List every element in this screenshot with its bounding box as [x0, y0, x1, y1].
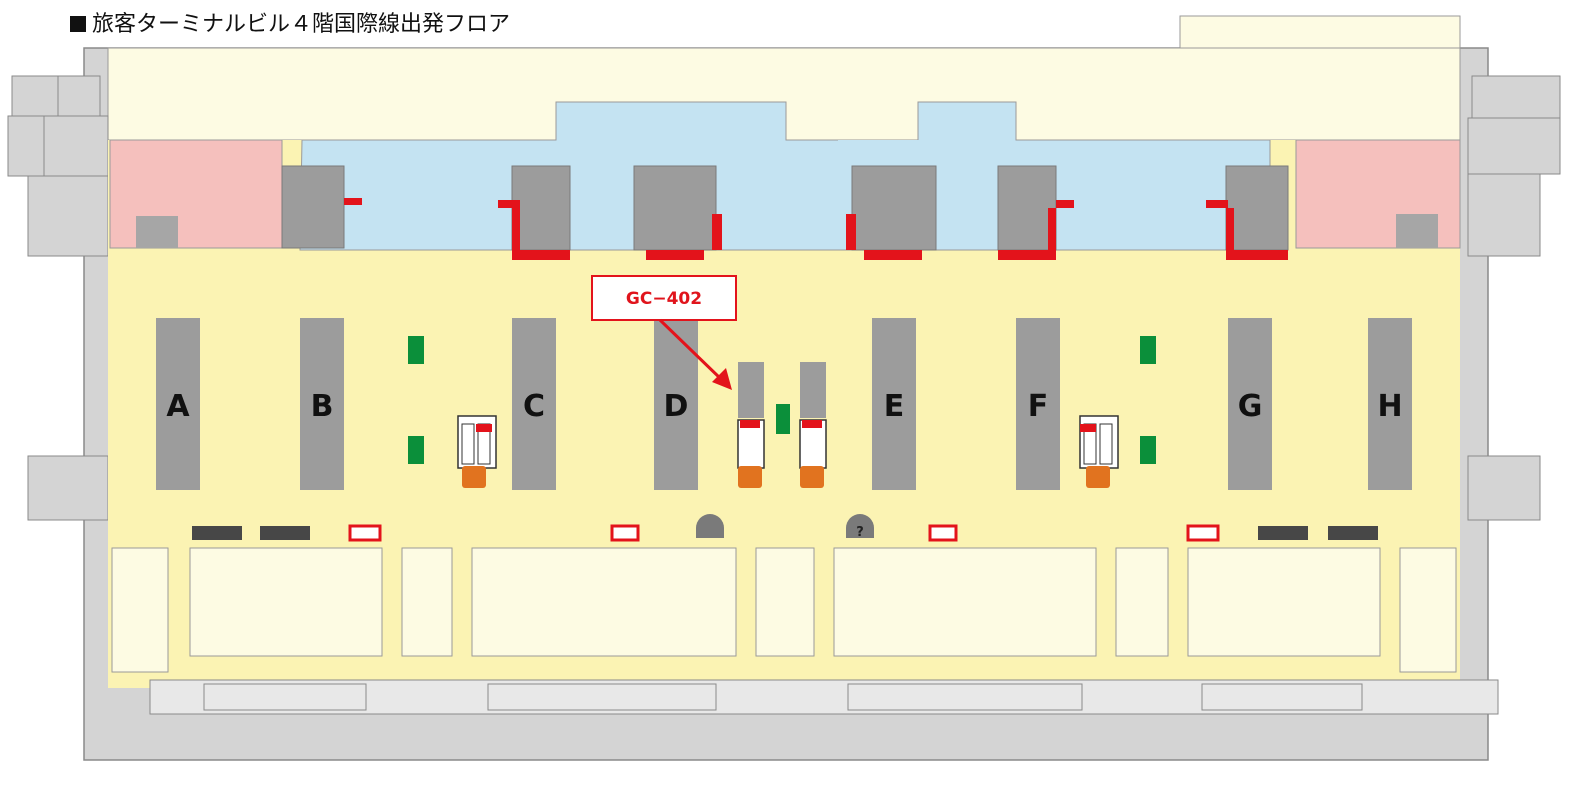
counter-label-b: B — [311, 389, 334, 424]
island-labels: A B C D E F G H — [166, 389, 1402, 424]
island-h — [1368, 318, 1412, 490]
bridge-segments — [203, 683, 1363, 711]
escalator-icon — [1086, 466, 1110, 488]
escalators — [457, 415, 1119, 488]
escalator-center-left — [737, 419, 765, 488]
exit-sign-icon — [776, 404, 790, 434]
south-rooms — [111, 547, 1457, 673]
escalator-icon — [462, 466, 486, 488]
exit-sign-icon — [408, 336, 424, 364]
island-c — [512, 318, 556, 490]
callout-arrowhead — [712, 368, 732, 390]
island-g — [1228, 318, 1272, 490]
info-icon: ? — [856, 525, 864, 540]
island-b — [300, 318, 344, 490]
security-blocks — [281, 165, 1289, 251]
gc-402-block-left — [738, 362, 764, 418]
escalator-east — [1079, 415, 1119, 488]
island-e — [872, 318, 916, 490]
escalator-west — [457, 415, 497, 488]
airside-center-top — [572, 140, 732, 166]
counter-label-d: D — [664, 389, 689, 424]
counter-label-e: E — [884, 389, 905, 424]
exit-sign-icon — [1140, 336, 1156, 364]
counter-label-c: C — [523, 389, 545, 424]
south-walkway — [149, 679, 1499, 715]
escalator-center-right — [799, 419, 827, 488]
escalator-icon — [738, 466, 762, 488]
info-desk-icon — [846, 514, 874, 538]
roof-step — [1179, 15, 1461, 49]
page-title: 旅客ターミナルビル４階国際線出発フロア — [70, 8, 519, 42]
security-highlights — [344, 198, 1288, 260]
counter-label-g: G — [1238, 389, 1263, 424]
counter-label-f: F — [1028, 389, 1049, 424]
east-annex — [1467, 75, 1561, 521]
counter-label-h: H — [1377, 389, 1402, 424]
info-desk-icon — [696, 514, 724, 538]
callout-label: GC−402 — [626, 289, 702, 309]
callout-box — [591, 275, 737, 321]
exit-sign-icon — [408, 436, 424, 464]
west-annex — [7, 75, 109, 521]
south-markers: ? — [192, 514, 1378, 542]
counter-label-a: A — [166, 389, 190, 424]
lounge-west-room — [136, 216, 178, 248]
title-square-icon — [70, 16, 86, 32]
escalator-icon — [800, 466, 824, 488]
lounge-west — [109, 139, 283, 249]
title-text: 旅客ターミナルビル４階国際線出発フロア — [92, 12, 511, 37]
island-a — [156, 318, 200, 490]
gc-402-callout: GC−402 — [591, 275, 737, 390]
lounge-east-room — [1396, 214, 1438, 248]
island-f — [1016, 318, 1060, 490]
airside-center-top-right — [838, 140, 998, 166]
checkin-islands — [156, 318, 1412, 490]
callout-arrow — [658, 318, 724, 382]
exit-sign-icon — [1140, 436, 1156, 464]
exit-sign-icons — [408, 336, 1156, 464]
gc-402-block-right — [800, 362, 826, 418]
island-d — [654, 318, 698, 490]
